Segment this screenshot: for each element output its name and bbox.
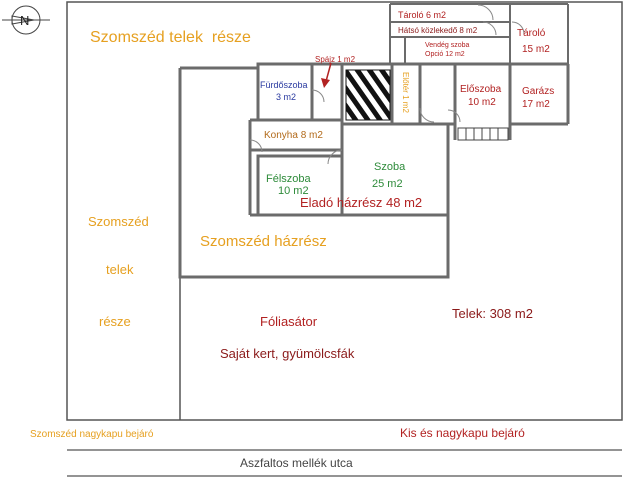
- room-room-area-label: 25 m2: [372, 178, 403, 190]
- room-guest-label: Vendég szoba: [425, 42, 469, 49]
- plot-boundary: [66, 1, 623, 421]
- staircase: [345, 69, 391, 121]
- house-walls: [248, 62, 570, 217]
- neighbor-house-outline: [178, 68, 450, 279]
- room-anteroom-area-label: 10 m2: [468, 97, 496, 108]
- neighbor-plot-left-label-3: része: [99, 314, 131, 329]
- room-anteroom-label: Előszoba: [460, 84, 502, 95]
- neighbor-house-label: Szomszéd házrész: [200, 233, 327, 250]
- small-big-gate-label: Kis és nagykapu bejáró: [400, 426, 525, 440]
- neighbor-gate-label: Szomszéd nagykapu bejáró: [30, 429, 154, 440]
- room-half-room-area-label: 10 m2: [278, 185, 309, 197]
- own-garden-label: Saját kert, gyümölcsfák: [220, 346, 355, 361]
- door-swings: [249, 4, 525, 165]
- room-bathroom-area-label: 3 m2: [276, 92, 296, 102]
- room-garage-label: Garázs: [522, 86, 554, 97]
- room-pantry-label: Spájz 1 m2: [315, 55, 356, 64]
- street-label: Aszfaltos mellék utca: [240, 456, 353, 470]
- room-storage-2-label: Tároló: [517, 28, 546, 39]
- foil-tent-label: Fóliasátor: [260, 314, 318, 329]
- entrance-steps: [457, 127, 509, 141]
- neighbor-plot-top-label: Szomszéd telek része: [90, 29, 251, 46]
- for-sale-label: Eladó házrész 48 m2: [300, 195, 422, 210]
- room-garage-area-label: 17 m2: [522, 99, 550, 110]
- annex-walls: [389, 3, 569, 64]
- pantry-arrow-icon: [321, 62, 332, 88]
- room-back-corridor-label: Hátsó közlekedő 8 m2: [398, 26, 478, 35]
- room-hall-label: Előtér 1 m2: [401, 72, 410, 113]
- room-storage-1-label: Tároló 6 m2: [398, 10, 446, 20]
- plot-area-label: Telek: 308 m2: [452, 306, 533, 321]
- compass-north-letter: N: [20, 13, 29, 28]
- room-room-label: Szoba: [374, 161, 406, 173]
- room-kitchen-label: Konyha 8 m2: [264, 130, 323, 141]
- neighbor-plot-left-label-2: telek: [106, 262, 134, 277]
- room-storage-2-area-label: 15 m2: [522, 44, 550, 55]
- room-guest-area-label: Opció 12 m2: [425, 51, 465, 58]
- room-half-room-label: Félszoba: [266, 173, 312, 185]
- room-bathroom-label: Fürdőszoba: [260, 80, 308, 90]
- compass-icon: N: [2, 5, 50, 35]
- neighbor-plot-left-label-1: Szomszéd: [88, 214, 149, 229]
